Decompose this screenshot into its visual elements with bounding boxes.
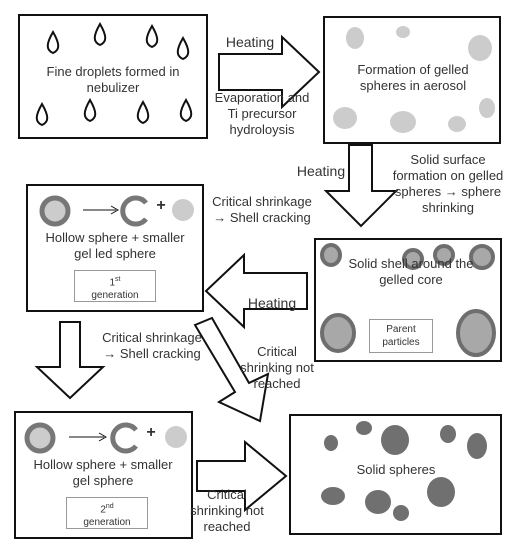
solid-spheres-graphic [321, 421, 487, 521]
gelled-sphere [396, 26, 410, 38]
droplet-icon [83, 98, 97, 123]
solid-shell-box: Solid shell around the gelled core Paren… [314, 238, 502, 362]
arrow-right-top [218, 34, 321, 110]
solid-sphere [393, 505, 409, 521]
gelled-sphere [390, 111, 416, 133]
label-heating-2: Heating [296, 163, 346, 179]
gelled-sphere [448, 116, 466, 132]
solid-sphere [321, 487, 345, 505]
gelled-sphere [468, 35, 492, 61]
arrow-diagonal [193, 316, 270, 423]
droplet-icon [179, 98, 193, 123]
plus-sign: + [146, 424, 156, 441]
gelled-sphere [333, 107, 357, 129]
cracked-shell [110, 422, 138, 454]
label-surface-formation: Solid surface formation on gelled sphere… [392, 152, 504, 215]
shell-particle [469, 244, 495, 270]
droplets-graphic [35, 22, 193, 127]
label-heating-3: Heating [247, 295, 297, 311]
gen1-suffix: st [115, 276, 121, 283]
gelled-sphere [346, 27, 364, 49]
gelled-spheres-box: Formation of gelled spheres in aerosol [323, 16, 501, 144]
label-not-reached-2: Critical shrinking not reached [190, 487, 264, 534]
first-generation-tag: 1st generation [74, 270, 156, 302]
arrow-down-right [323, 144, 399, 228]
solid-sphere [440, 425, 456, 443]
transform-arrowhead [98, 432, 108, 442]
gelled-spheres-text: Formation of gelled spheres in aerosol [357, 62, 469, 93]
sphere-with-shell [39, 195, 71, 227]
second-generation-tag: 2nd generation [66, 497, 148, 529]
solid-sphere [356, 421, 372, 435]
gen2-number: 2 [100, 504, 106, 516]
plus-sign: + [156, 197, 166, 214]
label-shrinkage-2: Critical shrinkage → Shell cracking [102, 330, 202, 361]
parent-particles-label: Parent particles [382, 324, 420, 348]
droplet-icon [176, 36, 190, 61]
shell-particle [456, 309, 496, 357]
cracked-shell [120, 195, 148, 227]
gelled-spheres-graphic [333, 26, 495, 133]
transform-arrowhead [110, 205, 120, 215]
parent-particles-tag: Parent particles [369, 319, 433, 353]
shell-particle [402, 248, 424, 270]
droplet-icon [35, 102, 49, 127]
solid-sphere [467, 433, 487, 459]
nebulizer-box: Fine droplets formed in nebulizer [18, 14, 208, 139]
droplet-icon [136, 100, 150, 125]
solid-sphere [427, 477, 455, 507]
small-gel-sphere [172, 199, 194, 221]
shell-particle [320, 313, 356, 353]
shell-particle [433, 244, 455, 266]
gen1-word: generation [91, 290, 139, 302]
first-generation-text: Hollow sphere + smaller gel led sphere [45, 230, 185, 261]
second-generation-box: + Hollow sphere + smaller gel sphere 2nd… [14, 411, 193, 539]
gen2-word: generation [83, 517, 131, 529]
small-gel-sphere [165, 426, 187, 448]
gen2-suffix: nd [105, 503, 114, 510]
solid-sphere [324, 435, 338, 451]
shell-particle [320, 243, 342, 267]
label-shrinkage-1: Critical shrinkage → Shell cracking [212, 194, 312, 225]
shell-particles-graphic [320, 243, 496, 357]
gelled-sphere [479, 98, 495, 118]
solid-spheres-box: Solid spheres [289, 414, 502, 535]
label-evaporation: Evaporation and Ti precursor hydroloysis [214, 90, 310, 137]
solid-sphere [381, 425, 409, 455]
arrow-left-middle [204, 252, 308, 330]
solid-shell-text: Solid shell around the gelled core [348, 256, 474, 287]
nebulizer-text: Fine droplets formed in nebulizer [46, 64, 180, 95]
label-heating-1: Heating [225, 34, 275, 50]
sphere-with-shell [24, 422, 56, 454]
label-not-reached-1: Critical shrinking not reached [240, 344, 314, 391]
solid-sphere [365, 490, 391, 514]
hollow-sphere-diagram-2 [24, 422, 187, 454]
droplet-icon [145, 24, 159, 49]
second-generation-text: Hollow sphere + smaller gel sphere [33, 457, 173, 488]
arrow-down-left [34, 321, 106, 400]
droplet-icon [93, 22, 107, 47]
first-generation-box: + Hollow sphere + smaller gel led sphere… [26, 184, 204, 312]
droplet-icon [46, 30, 60, 55]
arrow-right-bottom [196, 439, 288, 513]
gen1-number: 1 [109, 277, 116, 289]
hollow-sphere-diagram-1 [39, 195, 194, 227]
solid-spheres-text: Solid spheres [356, 462, 436, 477]
